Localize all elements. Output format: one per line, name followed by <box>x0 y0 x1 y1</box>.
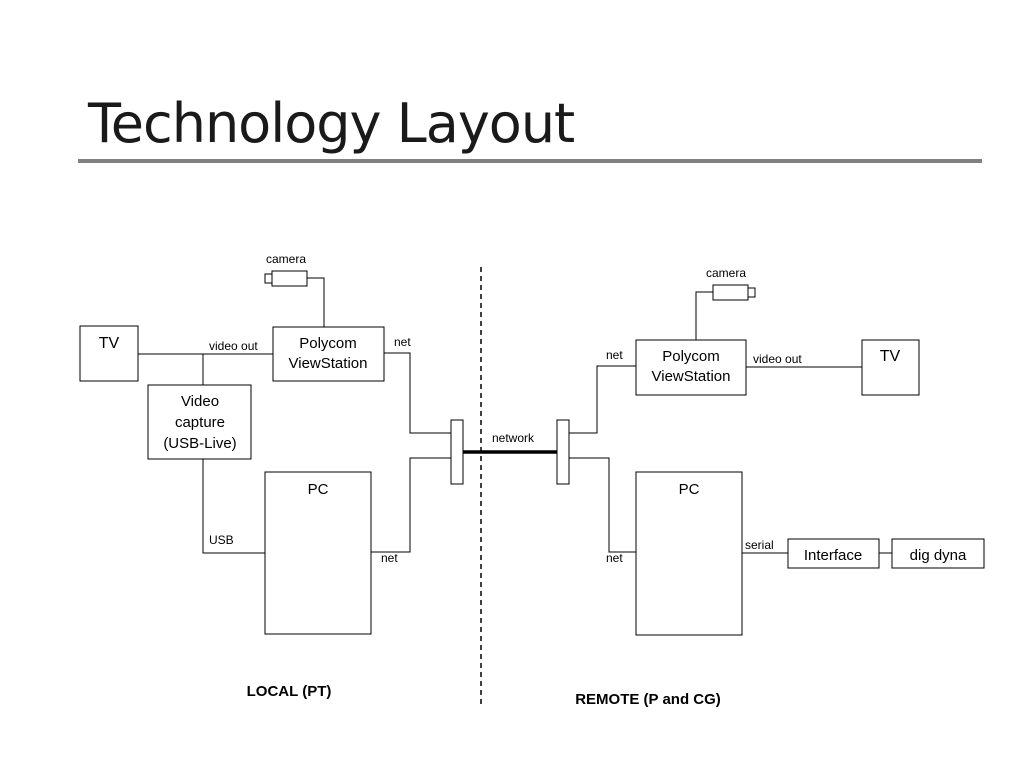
remote-camera-label: camera <box>706 266 746 280</box>
local-camera-wire <box>307 277 325 327</box>
remote-section-label: REMOTE (P and CG) <box>575 691 721 708</box>
local-video-capture-box <box>147 384 252 460</box>
remote-tv-box <box>861 339 920 396</box>
local-tv-box <box>79 325 139 382</box>
local-video-capture-line2: capture <box>175 414 225 431</box>
remote-serial-label: serial <box>745 538 774 552</box>
local-video-capture-line1: Video <box>181 393 219 410</box>
local-camera-icon <box>264 270 308 287</box>
network-label: network <box>492 431 535 445</box>
local-polycom-line1: Polycom <box>299 335 357 352</box>
local-tv-label: TV <box>99 335 120 352</box>
remote-polycom-net-wire <box>569 365 636 434</box>
local-section: camera TV Polycom ViewStation video out … <box>79 252 464 700</box>
local-pc-net-wire <box>371 457 451 553</box>
remote-camera-wire <box>695 291 713 340</box>
remote-network-hub <box>556 419 570 485</box>
remote-pc-label: PC <box>679 481 700 498</box>
local-camera-label: camera <box>266 252 306 266</box>
remote-pc-net-wire <box>569 457 636 553</box>
remote-polycom-line2: ViewStation <box>652 368 731 385</box>
local-polycom-line2: ViewStation <box>289 355 368 372</box>
local-video-out-label: video out <box>209 339 258 353</box>
local-polycom-net-wire <box>384 352 451 434</box>
title-underline <box>78 159 982 163</box>
remote-interface-label: Interface <box>804 547 862 564</box>
remote-video-out-label: video out <box>753 352 802 366</box>
local-video-capture-line3: (USB-Live) <box>163 435 236 452</box>
remote-polycom-line1: Polycom <box>662 348 720 365</box>
remote-dig-dyna-box <box>891 538 985 569</box>
remote-dig-dyna-label: dig dyna <box>910 547 967 564</box>
slide-title: Technology Layout <box>88 92 575 155</box>
local-network-hub <box>450 419 464 485</box>
remote-net-bottom-label: net <box>606 551 623 565</box>
remote-net-top-label: net <box>606 348 623 362</box>
remote-interface-box <box>787 538 880 569</box>
remote-tv-label: TV <box>880 348 901 365</box>
remote-polycom-box <box>635 339 747 396</box>
local-polycom-box <box>272 326 385 382</box>
local-pc-box <box>264 471 372 635</box>
local-usb-wire <box>202 459 265 554</box>
local-net-bottom-label: net <box>381 551 398 565</box>
local-net-top-label: net <box>394 335 411 349</box>
local-pc-label: PC <box>308 481 329 498</box>
remote-section: camera Polycom ViewStation TV video out … <box>556 266 985 708</box>
remote-camera-icon <box>712 284 756 301</box>
local-usb-label: USB <box>209 533 234 547</box>
local-section-label: LOCAL (PT) <box>247 683 332 700</box>
